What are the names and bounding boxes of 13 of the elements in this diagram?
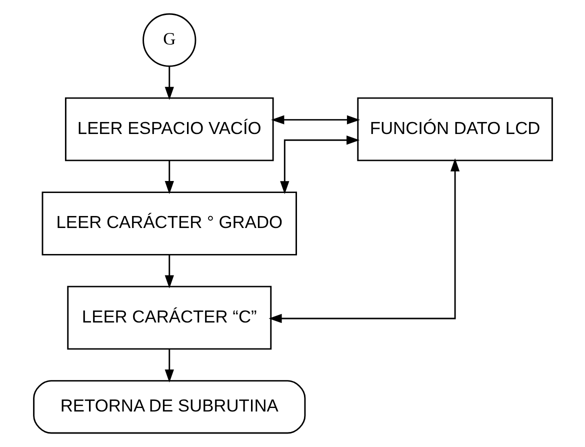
node-box: LEER CARÁCTER ° GRADO xyxy=(41,192,296,256)
arrow xyxy=(270,115,360,124)
node-box: LEER CARÁCTER “C” xyxy=(66,286,272,350)
arrow xyxy=(164,348,174,383)
node-box: LEER ESPACIO VACÍO xyxy=(64,97,274,162)
arrow xyxy=(164,160,174,194)
node-box: RETORNA DE SUBRUTINA xyxy=(32,380,306,434)
arrow xyxy=(280,136,360,194)
node-box: FUNCIÓN DATO LCD xyxy=(356,97,552,162)
arrow xyxy=(164,66,174,100)
arrow xyxy=(268,158,460,324)
arrow xyxy=(164,254,174,288)
node-circle: G xyxy=(142,13,196,67)
